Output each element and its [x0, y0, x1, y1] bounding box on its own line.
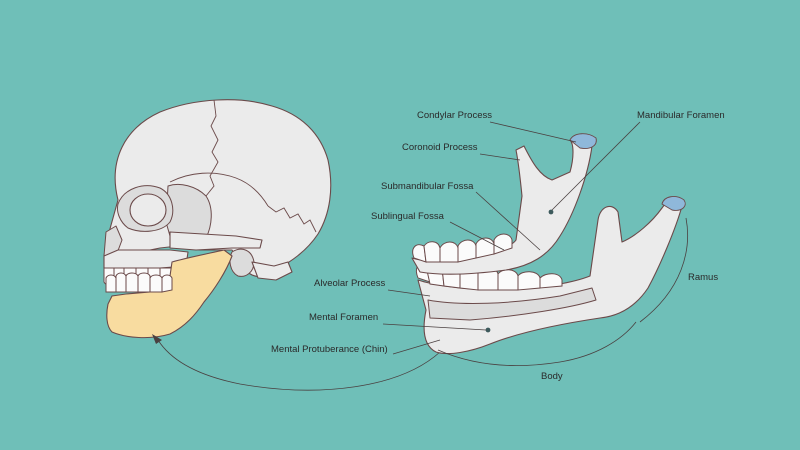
zygomatic-arch	[169, 231, 263, 251]
label-text-sublingual-fossa: Sublingual Fossa	[371, 211, 445, 222]
label-alveolar-process: Alveolar Process	[314, 278, 431, 297]
leader-mandibular-foramen	[551, 121, 641, 211]
label-text-mental-protuberance: Mental Protuberance (Chin)	[271, 344, 388, 355]
mental-foramen-dot	[485, 327, 491, 333]
label-text-condylar-process: Condylar Process	[417, 110, 492, 121]
mandibular-foramen-dot	[548, 209, 554, 215]
nasal-cavity	[103, 225, 123, 257]
leader-mental-protuberance	[392, 339, 441, 355]
label-text-coronoid-process: Coronoid Process	[402, 142, 478, 153]
leader-sublingual-fossa	[449, 221, 505, 251]
label-ramus: Ramus	[639, 217, 718, 323]
label-text-alveolar-process: Alveolar Process	[314, 278, 386, 289]
label-coronoid-process: Coronoid Process	[402, 142, 521, 161]
label-mental-foramen: Mental Foramen	[309, 312, 487, 331]
lambdoid-suture	[267, 205, 317, 233]
orbit-rim	[129, 193, 167, 227]
label-text-ramus: Ramus	[688, 272, 718, 283]
label-text-body: Body	[541, 371, 563, 382]
right-condyle-cartilage	[661, 196, 686, 211]
label-sublingual-fossa: Sublingual Fossa	[371, 211, 505, 251]
coronal-suture	[205, 99, 219, 197]
mandible-back-illustration	[411, 133, 597, 275]
skull-mandible-highlight	[106, 249, 233, 339]
mastoid-process	[229, 248, 255, 277]
skull-illustration	[103, 99, 332, 339]
bracket-ramus	[639, 217, 688, 323]
label-text-mandibular-foramen: Mandibular Foramen	[637, 110, 725, 121]
left-condyle-cartilage	[569, 133, 597, 149]
leader-alveolar-process	[387, 289, 431, 297]
bracket-body	[437, 321, 637, 366]
occipital-base	[251, 261, 293, 281]
leader-coronoid-process	[479, 153, 521, 161]
label-text-mental-foramen: Mental Foramen	[309, 312, 378, 323]
mandible-front-illustration	[415, 196, 686, 355]
lower-teeth	[105, 272, 173, 293]
label-text-submandibular-fossa: Submandibular Fossa	[381, 181, 474, 192]
label-mental-protuberance: Mental Protuberance (Chin)	[271, 339, 441, 355]
mandible-inner-surface	[427, 287, 597, 321]
leader-submandibular-fossa	[475, 191, 541, 251]
leader-mental-foramen	[382, 323, 487, 331]
squamous-suture	[169, 172, 269, 207]
arrow-head	[152, 334, 162, 344]
leader-condylar-process	[489, 121, 577, 143]
label-condylar-process: Condylar Process	[417, 110, 577, 143]
label-mandibular-foramen: Mandibular Foramen	[551, 110, 725, 211]
label-body: Body	[437, 321, 637, 382]
label-submandibular-fossa: Submandibular Fossa	[381, 181, 541, 251]
mandible-upper-teeth	[412, 233, 513, 263]
connection-arrow	[157, 339, 441, 391]
